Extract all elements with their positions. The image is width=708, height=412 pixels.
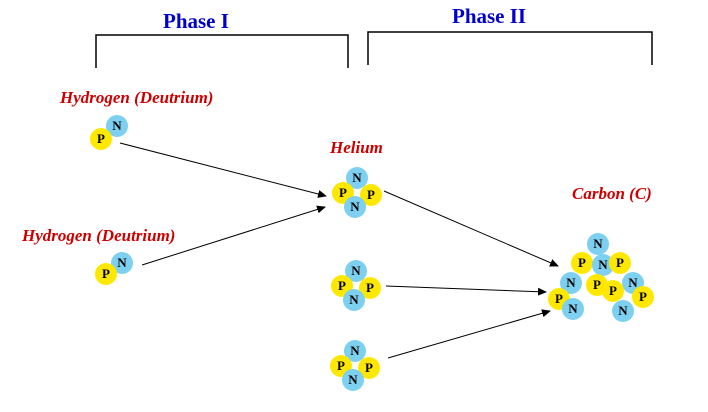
neutron-circle: N [344, 196, 366, 218]
hydrogen1-label: Hydrogen (Deutrium) [60, 88, 214, 107]
phase2-bracket [367, 31, 653, 65]
phase1-bracket [95, 34, 349, 68]
neutron-circle: N [345, 260, 367, 282]
phase1-title: Phase I [163, 9, 229, 33]
proton-circle: P [358, 357, 380, 379]
hydrogen2-label: Hydrogen (Deutrium) [22, 226, 176, 245]
carbon-label: Carbon (C) [572, 184, 652, 203]
proton-circle: P [609, 252, 631, 274]
neutron-circle: N [592, 254, 614, 276]
neutron-circle: N [344, 340, 366, 362]
neutron-circle: N [560, 272, 582, 294]
proton-circle: P [359, 277, 381, 299]
neutron-circle: N [612, 300, 634, 322]
neutron-circle: N [342, 369, 364, 391]
proton-circle: P [571, 252, 593, 274]
proton-circle: P [95, 263, 117, 285]
arrow-helium1-to-carbon [383, 190, 559, 267]
proton-circle: P [360, 184, 382, 206]
neutron-circle: N [343, 289, 365, 311]
phase2-title: Phase II [452, 4, 527, 28]
neutron-circle: N [562, 298, 584, 320]
proton-circle: P [90, 128, 112, 150]
arrow-deuterium2-to-helium1 [141, 205, 326, 266]
neutron-circle: N [106, 115, 128, 137]
neutron-circle: N [111, 252, 133, 274]
neutron-circle: N [346, 167, 368, 189]
helium-label: Helium [330, 138, 383, 157]
proton-circle: P [632, 286, 654, 308]
arrow-helium3-to-carbon [387, 309, 551, 359]
neutron-circle: N [587, 233, 609, 255]
proton-circle: P [602, 280, 624, 302]
arrow-helium2-to-carbon [385, 285, 547, 296]
arrow-deuterium1-to-helium1 [119, 142, 327, 198]
